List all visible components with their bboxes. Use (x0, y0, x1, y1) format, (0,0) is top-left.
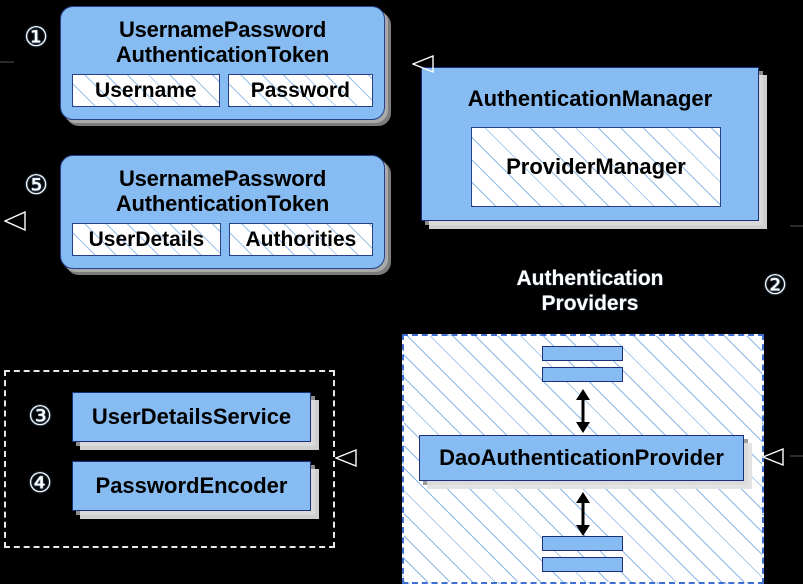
token-request-slots: Username Password (61, 67, 384, 118)
provider-placeholder-bar (542, 346, 623, 361)
user-details-service-card[interactable]: UserDetailsService (72, 392, 311, 442)
dao-authentication-provider-label: DaoAuthenticationProvider (439, 445, 724, 470)
provider-manager-label: ProviderManager (506, 154, 686, 179)
step-number-3: ③ (28, 401, 53, 432)
token-request-title-line2: AuthenticationToken (115, 42, 330, 67)
arrowhead-left-dependencies (335, 448, 357, 468)
token-request-title: UsernamePassword AuthenticationToken (61, 7, 384, 67)
provider-manager-box[interactable]: ProviderManager (471, 127, 721, 207)
token-result-title-line1: UsernamePassword (118, 166, 327, 191)
double-headed-arrow-lower (576, 492, 590, 536)
username-password-authentication-token-request[interactable]: UsernamePassword AuthenticationToken Use… (60, 6, 385, 120)
password-encoder-label: PasswordEncoder (95, 473, 288, 498)
token-result-title-line2: AuthenticationToken (115, 191, 330, 216)
token-slot-authorities: Authorities (228, 223, 373, 256)
token-request-title-line1: UsernamePassword (118, 17, 327, 42)
double-headed-arrow-upper (576, 389, 590, 433)
authentication-manager-label: AuthenticationManager (467, 86, 713, 111)
step-number-1: ① (24, 22, 49, 53)
arrowhead-left-dao-provider (762, 447, 784, 467)
arrowhead-left-token-result (4, 211, 26, 231)
authentication-providers-caption-line2: Providers (541, 292, 639, 315)
arrowhead-left-authentication-manager (412, 55, 434, 74)
step-number-5: ⑤ (24, 170, 49, 201)
username-password-authentication-token-result[interactable]: UsernamePassword AuthenticationToken Use… (60, 155, 385, 269)
step-number-2: ② (763, 270, 788, 301)
connector-stub-right-mid (790, 225, 803, 227)
dependencies-group (4, 370, 335, 548)
password-encoder-card[interactable]: PasswordEncoder (72, 461, 311, 511)
token-slot-password: Password (227, 74, 373, 107)
connector-stub-top-left (0, 61, 14, 63)
connector-stub-right-low (790, 455, 803, 457)
provider-placeholder-bar (542, 367, 623, 382)
dao-authentication-provider-card[interactable]: DaoAuthenticationProvider (419, 435, 744, 481)
token-slot-username: Username (72, 74, 220, 107)
token-result-title: UsernamePassword AuthenticationToken (61, 156, 384, 216)
step-number-4: ④ (28, 468, 53, 499)
authentication-providers-caption-line1: Authentication (516, 267, 664, 290)
token-result-slots: UserDetails Authorities (61, 216, 384, 267)
provider-placeholder-bar (542, 536, 623, 551)
token-slot-userdetails: UserDetails (72, 223, 221, 256)
user-details-service-label: UserDetailsService (91, 404, 292, 429)
provider-placeholder-bar (542, 557, 623, 572)
authentication-providers-caption: Authentication Providers (478, 266, 702, 316)
